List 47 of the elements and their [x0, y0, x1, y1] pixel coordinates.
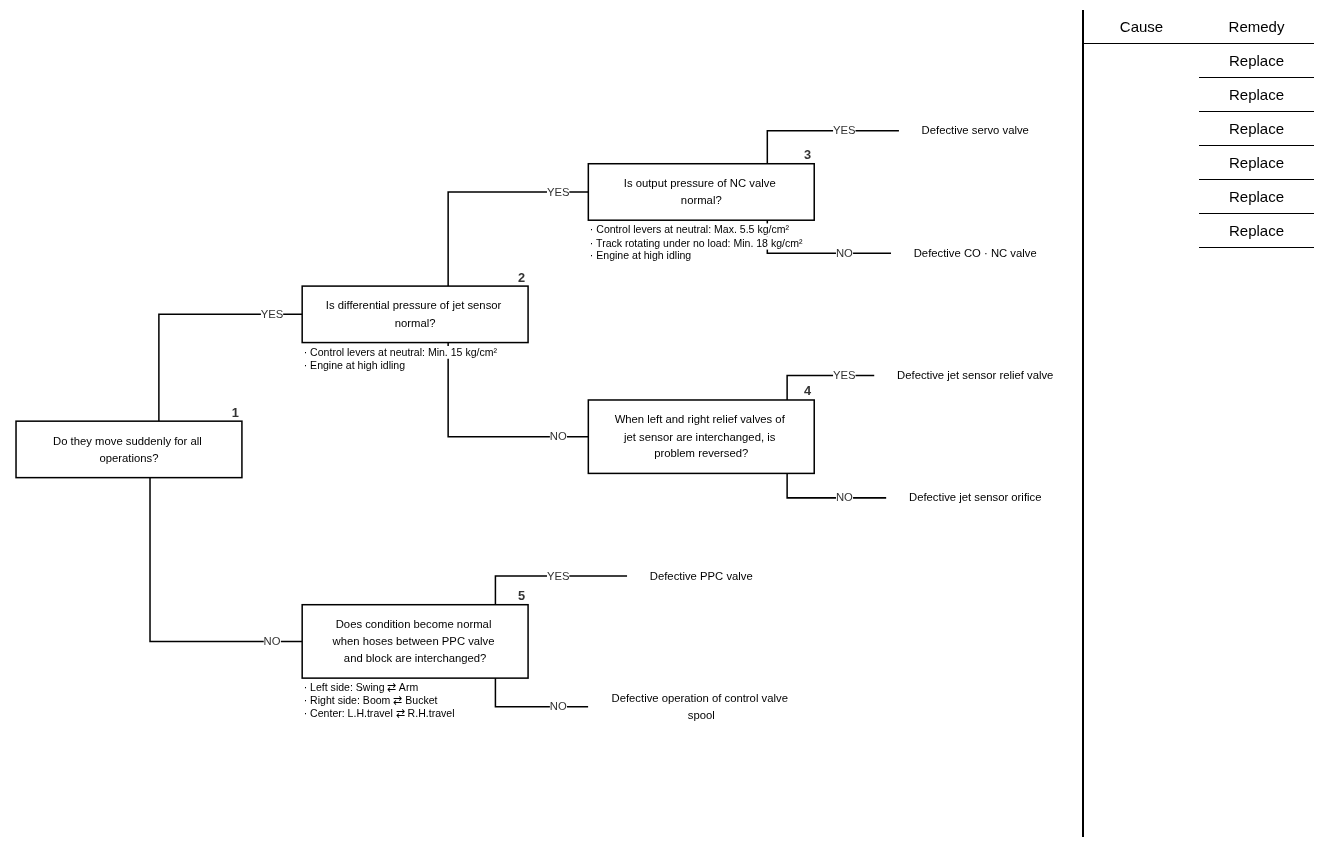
- edge-label: YES: [546, 569, 570, 583]
- condition-note: · Track rotating under no load: Min. 18 kg/cm²: [588, 236, 805, 251]
- connector: [494, 677, 590, 709]
- node-text: Defective CO · NC valve: [913, 246, 1037, 260]
- condition-note: · Engine at high idling: [302, 359, 407, 373]
- edge-label: NO: [835, 491, 853, 505]
- node-box: Does condition become normal when hoses between PPC valve and block are interchanged?: [301, 604, 529, 680]
- node-box: Is differential pressure of jet sensor normal?: [301, 285, 529, 344]
- node-text: Defective operation of control valve spool: [611, 691, 788, 722]
- node-text: Defective jet sensor relief valve: [897, 369, 1054, 382]
- edge-label: NO: [549, 700, 567, 714]
- condition-note: · Control levers at neutral: Min. 15 kg/cm²: [302, 346, 499, 360]
- connector: [766, 130, 900, 165]
- step-number: 2: [517, 270, 526, 286]
- condition-note: · Control levers at neutral: Max. 5.5 kg/cm²: [588, 223, 791, 237]
- edge-label: NO: [549, 430, 567, 443]
- connector: [149, 477, 303, 643]
- step-number: 1: [231, 405, 239, 421]
- edge-label: NO: [835, 246, 853, 260]
- condition-note: · Left side: Swing ⇄ Arm: [302, 681, 420, 695]
- column-header: Remedy: [1199, 10, 1314, 44]
- condition-note: · Engine at high idling: [588, 250, 693, 264]
- table-cell-text: Replace: [1199, 44, 1314, 78]
- table-cell-text: Replace: [1199, 78, 1314, 112]
- step-number: 3: [804, 147, 812, 163]
- node-text: Defective jet sensor orifice: [909, 491, 1042, 505]
- table-cell-text: Replace: [1199, 214, 1314, 248]
- table-cell-text: Replace: [1199, 180, 1314, 214]
- edge-label: YES: [260, 307, 284, 321]
- edge-label: NO: [263, 634, 281, 648]
- node-box: Is output pressure of NC valve normal?: [587, 163, 815, 222]
- table-cell-text: Replace: [1199, 112, 1314, 146]
- column-header: Cause: [1084, 10, 1199, 44]
- node-box: When left and right relief valves of jet sensor are interchanged, is problem reversed?: [587, 399, 815, 475]
- edge-label: YES: [833, 124, 856, 138]
- connector: [786, 473, 888, 500]
- edge-label: YES: [833, 369, 856, 382]
- table-cell-text: Replace: [1199, 146, 1314, 180]
- edge-label: YES: [546, 185, 570, 199]
- condition-note: · Right side: Boom ⇄ Bucket: [302, 694, 439, 708]
- connector: [158, 314, 303, 423]
- step-number: 5: [517, 588, 526, 604]
- node-text: Defective PPC valve: [649, 569, 753, 583]
- step-number: 4: [804, 383, 812, 399]
- connector: [494, 575, 628, 606]
- node-text: Defective servo valve: [921, 124, 1029, 138]
- node-box: Do they move suddenly for all operations?: [15, 420, 243, 479]
